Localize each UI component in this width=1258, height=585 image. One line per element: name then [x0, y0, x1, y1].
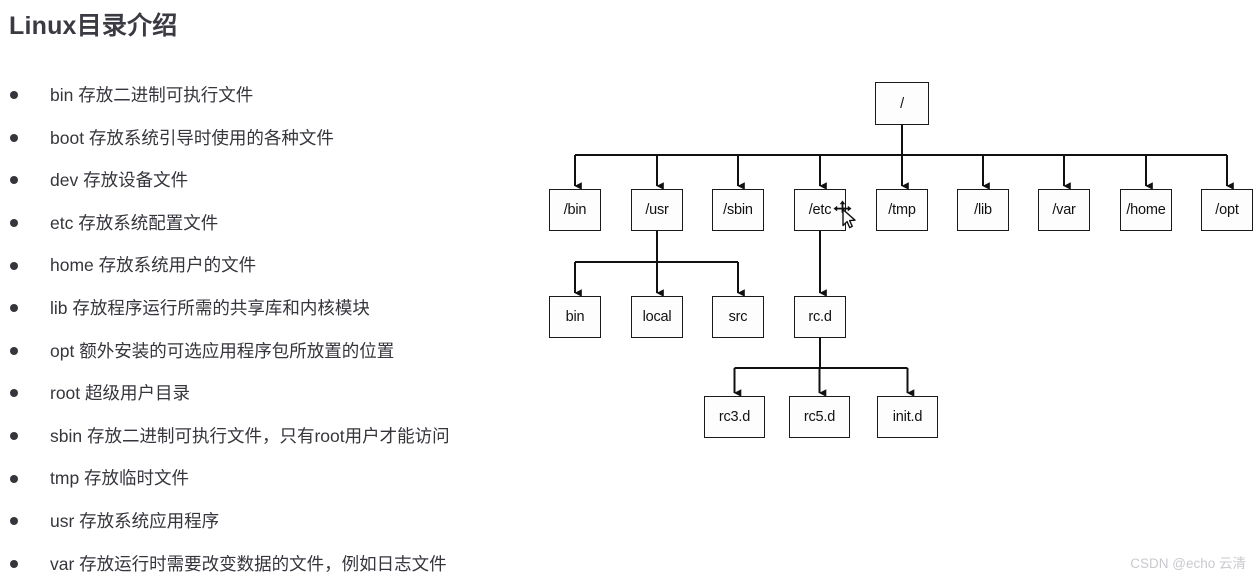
- tree-node-rcd[interactable]: rc.d: [794, 296, 846, 338]
- tree-node-label: /opt: [1215, 202, 1239, 218]
- tree-node-rc3d[interactable]: rc3.d: [704, 396, 765, 438]
- list-item-tmp: tmp 存放临时文件: [0, 457, 560, 500]
- tree-node-etc[interactable]: /etc: [794, 189, 846, 231]
- csdn-watermark: CSDN @echo 云清: [1130, 556, 1246, 571]
- tree-node-label: /etc: [808, 202, 832, 218]
- bullet-dot-icon: [10, 346, 18, 355]
- tree-node-label: rc3.d: [718, 409, 751, 425]
- tree-node-label: /lib: [974, 202, 992, 218]
- list-item-label: lib 存放程序运行所需的共享库和内核模块: [50, 297, 370, 318]
- list-item-boot: boot 存放系统引导时使用的各种文件: [0, 117, 560, 160]
- list-item-sbin: sbin 存放二进制可执行文件，只有root用户才能访问: [0, 415, 560, 458]
- bullet-dot-icon: [10, 559, 18, 568]
- list-item-label: tmp 存放临时文件: [50, 468, 190, 489]
- list-item-dev: dev 存放设备文件: [0, 159, 560, 202]
- tree-node-sbin[interactable]: /sbin: [712, 189, 764, 231]
- list-item-etc: etc 存放系统配置文件: [0, 202, 560, 245]
- tree-node-src[interactable]: src: [712, 296, 764, 338]
- tree-node-label: /tmp: [888, 202, 916, 218]
- list-item-label: usr 存放系统应用程序: [50, 510, 220, 531]
- tree-node-label: rc.d: [808, 309, 832, 325]
- list-item-home: home 存放系统用户的文件: [0, 244, 560, 287]
- tree-node-label: /bin: [563, 202, 587, 218]
- tree-node-label: rc5.d: [803, 409, 836, 425]
- list-item-usr: usr 存放系统应用程序: [0, 500, 560, 543]
- tree-node-initd[interactable]: init.d: [877, 396, 938, 438]
- list-item-label: boot 存放系统引导时使用的各种文件: [50, 127, 334, 148]
- tree-node-rc5d[interactable]: rc5.d: [789, 396, 850, 438]
- tree-node-local[interactable]: local: [631, 296, 683, 338]
- directory-description-list: bin 存放二进制可执行文件 boot 存放系统引导时使用的各种文件 dev 存放设…: [0, 74, 560, 585]
- bullet-dot-icon: [10, 133, 18, 142]
- list-item-label: opt 额外安装的可选应用程序包所放置的位置: [50, 340, 395, 361]
- tree-node-home[interactable]: /home: [1120, 189, 1172, 231]
- list-item-root: root 超级用户目录: [0, 372, 560, 415]
- bullet-dot-icon: [10, 219, 18, 228]
- list-item-label: etc 存放系统配置文件: [50, 212, 219, 233]
- tree-node-label: /sbin: [723, 202, 753, 218]
- bullet-dot-icon: [10, 261, 18, 270]
- list-item-label: bin 存放二进制可执行文件: [50, 85, 254, 105]
- tree-node-label: /: [900, 95, 904, 112]
- list-item-bin: bin 存放二进制可执行文件: [0, 74, 560, 117]
- tree-node-label: bin: [565, 309, 585, 325]
- tree-node-label: /usr: [645, 202, 669, 218]
- tree-node-lib[interactable]: /lib: [957, 189, 1009, 231]
- list-item-label: root 超级用户目录: [50, 383, 191, 404]
- tree-node-label: /var: [1052, 202, 1076, 218]
- tree-node-usr[interactable]: /usr: [631, 189, 683, 231]
- list-item-opt: opt 额外安装的可选应用程序包所放置的位置: [0, 330, 560, 373]
- tree-node-tmp[interactable]: /tmp: [876, 189, 928, 231]
- bullet-dot-icon: [10, 304, 18, 313]
- tree-node-label: local: [642, 309, 672, 325]
- list-item-label: dev 存放设备文件: [50, 170, 189, 191]
- bullet-dot-icon: [10, 176, 18, 185]
- list-item-label: home 存放系统用户的文件: [50, 255, 257, 276]
- bullet-dot-icon: [10, 432, 18, 441]
- page-title: Linux目录介绍: [9, 12, 178, 40]
- list-item-lib: lib 存放程序运行所需的共享库和内核模块: [0, 287, 560, 330]
- bullet-dot-icon: [10, 91, 18, 100]
- tree-node-label: init.d: [892, 409, 923, 425]
- tree-node-opt[interactable]: /opt: [1201, 189, 1253, 231]
- move-resize-cursor-icon: [833, 200, 856, 229]
- list-item-var: var 存放运行时需要改变数据的文件，例如日志文件: [0, 543, 560, 585]
- bullet-dot-icon: [10, 474, 18, 483]
- tree-node-label: /home: [1126, 202, 1166, 218]
- bullet-dot-icon: [10, 517, 18, 526]
- list-item-label: sbin 存放二进制可执行文件，只有root用户才能访问: [50, 425, 450, 446]
- list-item-label: var 存放运行时需要改变数据的文件，例如日志文件: [50, 553, 447, 574]
- tree-node-[interactable]: /: [875, 82, 929, 125]
- bullet-dot-icon: [10, 389, 18, 398]
- tree-node-var[interactable]: /var: [1038, 189, 1090, 231]
- tree-node-label: src: [728, 309, 748, 325]
